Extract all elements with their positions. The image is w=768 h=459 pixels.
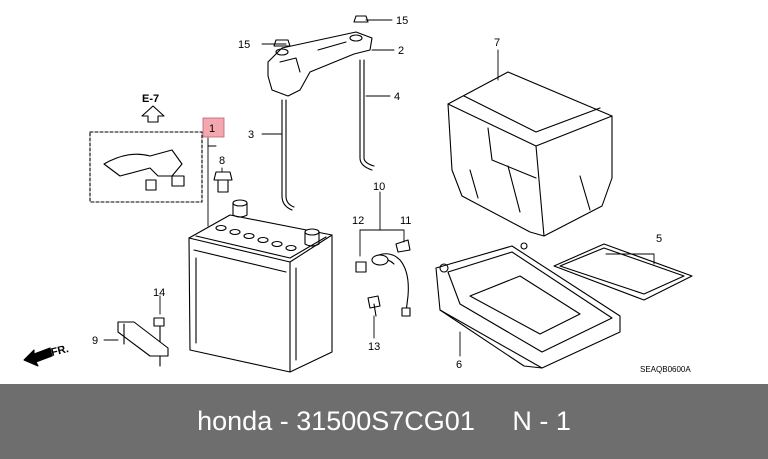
j-bolt-short-drawing <box>359 59 375 171</box>
callout-3[interactable]: 3 <box>248 129 254 141</box>
ref-arrow-drawing <box>141 105 165 123</box>
drawing-code: SEAQB0600A <box>640 365 691 374</box>
callout-2[interactable]: 2 <box>398 45 404 57</box>
ref-arrow-label[interactable]: E-7 <box>142 93 159 105</box>
callout-11[interactable]: 11 <box>400 215 411 227</box>
callout-13[interactable]: 13 <box>368 341 380 353</box>
callout-labels: 1 2 3 4 5 6 7 8 9 10 11 12 13 14 15 15 E… <box>50 15 692 374</box>
terminal-sensor-drawing <box>213 171 233 193</box>
direction-label: FR. <box>50 343 70 359</box>
leader-lines <box>103 19 655 357</box>
callout-6[interactable]: 6 <box>456 359 462 371</box>
bracket-drawing <box>117 321 169 357</box>
battery-box-drawing <box>447 71 613 237</box>
part-number-text: honda - 31500S7CG01 <box>197 406 475 436</box>
ground-cable-drawing <box>371 253 411 317</box>
quantity-text: N - 1 <box>512 406 571 436</box>
callout-8[interactable]: 8 <box>219 155 225 167</box>
callout-14[interactable]: 14 <box>153 287 165 299</box>
battery-pad-drawing <box>553 243 693 301</box>
detail-box-e7 <box>89 131 203 203</box>
callout-7[interactable]: 7 <box>494 37 500 49</box>
footer-bar: honda - 31500S7CG01 N - 1 <box>0 384 768 459</box>
battery-tray-drawing <box>435 242 621 369</box>
flange-nut-drawing <box>273 15 369 47</box>
callout-9[interactable]: 9 <box>92 335 98 347</box>
front-arrow-drawing <box>23 347 53 367</box>
callout-5[interactable]: 5 <box>656 233 662 245</box>
footer-gap <box>475 406 513 437</box>
callout-15b[interactable]: 15 <box>396 15 408 27</box>
callout-15a[interactable]: 15 <box>238 39 250 51</box>
battery-cell-caps <box>215 224 297 252</box>
callout-10[interactable]: 10 <box>373 181 385 193</box>
callout-12[interactable]: 12 <box>352 215 364 227</box>
callout-1[interactable]: 1 <box>209 123 215 135</box>
battery-terminals <box>232 199 320 247</box>
callout-4[interactable]: 4 <box>394 91 400 103</box>
battery-clamp-drawing <box>267 31 373 97</box>
parts-diagram: 1 2 3 4 5 6 7 8 9 10 11 12 13 14 15 15 E… <box>23 15 693 374</box>
battery-drawing <box>188 199 333 373</box>
highlight-callout-1 <box>202 117 225 138</box>
j-bolt-long-drawing <box>281 99 295 211</box>
